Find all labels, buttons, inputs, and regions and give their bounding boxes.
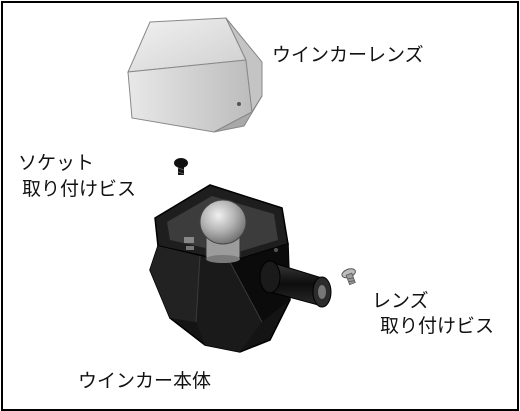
- lens-label: ウインカーレンズ: [272, 44, 424, 66]
- socket-screw-label-line1: ソケット: [18, 152, 95, 174]
- socket-screw-label-line2: 取り付けビス: [22, 178, 137, 200]
- lens-screw-icon: [341, 268, 356, 286]
- socket-screw-icon: [174, 158, 188, 175]
- lens-screw-label-line1: レンズ: [372, 290, 429, 312]
- lens-screw-label-line2: 取り付けビス: [380, 315, 495, 337]
- body-label: ウインカー本体: [78, 370, 212, 392]
- lens-part-icon: [127, 17, 263, 133]
- connector-tube-icon: [259, 248, 332, 308]
- bulb-icon: [199, 199, 247, 263]
